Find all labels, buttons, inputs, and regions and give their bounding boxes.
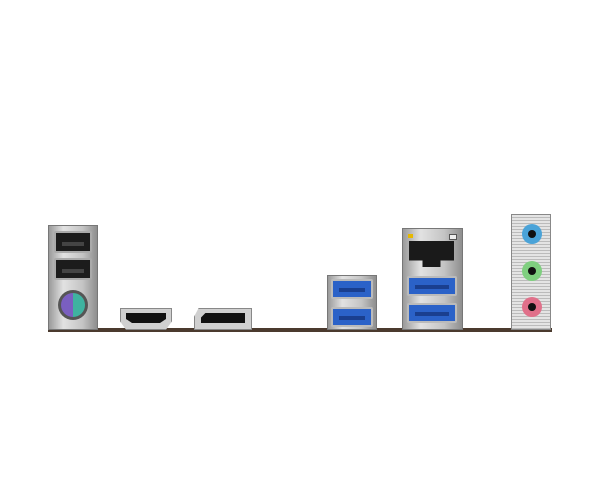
usb3-stack: [327, 275, 377, 330]
audio-jack-line-out[interactable]: [522, 261, 542, 281]
usb2-port-top[interactable]: [54, 231, 92, 253]
usb3-port-lan-bottom[interactable]: [407, 303, 457, 323]
displayport-port[interactable]: [194, 308, 252, 330]
audio-jack-line-in[interactable]: [522, 224, 542, 244]
ps2-keyboard-half: [61, 293, 73, 317]
lan-led-activity: [408, 234, 413, 238]
audio-jack-mic[interactable]: [522, 297, 542, 317]
usb2-port-bottom[interactable]: [54, 258, 92, 280]
rj45-lan-port[interactable]: [409, 241, 454, 267]
ps2-port[interactable]: [58, 290, 88, 320]
usb2-ps2-stack: [48, 225, 98, 330]
usb3-port-top[interactable]: [331, 279, 373, 299]
hdmi-port[interactable]: [120, 308, 172, 330]
usb3-port-lan-top[interactable]: [407, 276, 457, 296]
lan-led-speed: [449, 234, 457, 240]
ps2-mouse-half: [73, 293, 85, 317]
usb3-port-bottom[interactable]: [331, 307, 373, 327]
lan-usb3-stack: [402, 228, 463, 330]
pcb-edge: [48, 328, 552, 332]
audio-panel: [511, 214, 551, 330]
